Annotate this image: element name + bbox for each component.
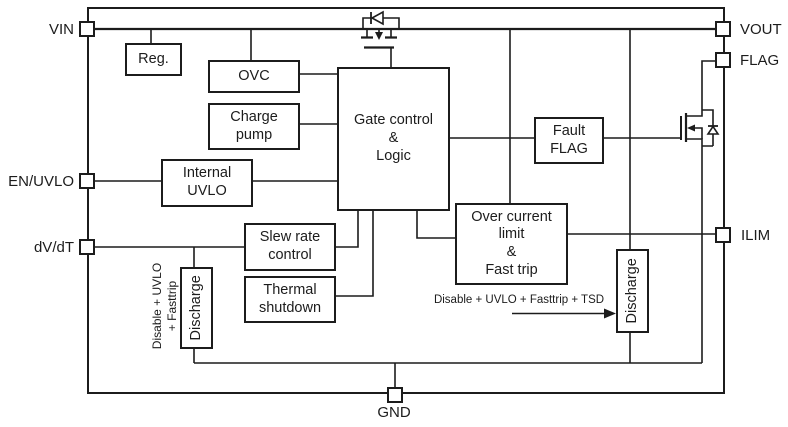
pin-label-gnd: GND: [377, 404, 411, 421]
arrow-head: [604, 308, 616, 319]
ic-boundary: [87, 7, 725, 394]
pin-dvdt: [79, 239, 95, 255]
block-discharge-left-label: Discharge: [187, 275, 204, 341]
pin-vout: [715, 21, 731, 37]
block-discharge-right-label: Discharge: [623, 258, 640, 324]
block-thermal-shutdown: Thermal shutdown: [244, 276, 336, 323]
flag-fet-diode-anode: [706, 125, 720, 135]
block-charge-pump: Charge pump: [208, 103, 300, 150]
block-internal-uvlo-label: Internal UVLO: [182, 165, 232, 199]
pin-vin: [79, 21, 95, 37]
block-charge-pump-label: Charge pump: [230, 108, 278, 143]
pin-label-vin: VIN: [48, 21, 74, 38]
block-fault-flag-label: Fault FLAG: [550, 122, 588, 157]
block-slew-rate-label: Slew rate control: [259, 229, 321, 263]
flag-fet-body-wire: [694, 127, 703, 139]
block-regulator-label: Reg.: [138, 50, 169, 67]
block-slew-rate: Slew rate control: [244, 223, 336, 271]
pass-fet-icon: [361, 10, 400, 67]
block-ovc-label: OVC: [238, 67, 270, 84]
pin-flag: [715, 52, 731, 68]
pin-gnd: [387, 387, 403, 403]
block-gate-control: Gate control & Logic: [337, 67, 450, 211]
pin-label-dvdt: dV/dT: [33, 239, 74, 256]
block-fault-flag: Fault FLAG: [534, 117, 604, 164]
block-over-current: Over current limit & Fast trip: [455, 203, 568, 285]
pin-en-uvlo: [79, 173, 95, 189]
discharge-right-signals-label: Disable + UVLO + Fasttrip + TSD: [433, 294, 605, 306]
pin-label-vout: VOUT: [740, 21, 782, 38]
block-internal-uvlo: Internal UVLO: [161, 159, 253, 207]
block-discharge-right: Discharge: [616, 249, 649, 333]
block-ovc: OVC: [208, 60, 300, 93]
pass-fet-diode-loop: [362, 17, 400, 29]
wire-flag-pin-to-fet: [701, 60, 715, 110]
pin-label-en-uvlo: EN/UVLO: [8, 173, 74, 190]
pass-fet-ds-stubs: [366, 29, 392, 37]
flag-fet-diode-loop: [702, 109, 714, 147]
block-regulator: Reg.: [125, 43, 182, 76]
block-gate-control-label: Gate control & Logic: [354, 112, 433, 164]
wire-gate-to-overcurrent: [416, 207, 455, 239]
wire-slewrate-to-gate: [332, 207, 359, 248]
flag-fet-source-stub: [686, 138, 703, 146]
pass-fet-body-arrow: [375, 32, 383, 40]
flag-fet-icon: [680, 109, 720, 147]
discharge-left-signals-label: Disable + UVLO + Fasttrip: [150, 262, 179, 350]
block-discharge-left: Discharge: [180, 267, 213, 349]
block-thermal-shutdown-label: Thermal shutdown: [258, 281, 322, 316]
pin-label-ilim: ILIM: [741, 227, 771, 244]
pin-label-flag: FLAG: [740, 52, 780, 69]
block-over-current-label: Over current limit & Fast trip: [471, 208, 552, 278]
flag-fet-body-arrow: [687, 124, 695, 132]
discharge-signal-arrow: [512, 308, 616, 319]
pass-fet-diode-anode: [370, 10, 384, 26]
flag-fet-drain-stub: [686, 110, 703, 117]
pin-ilim: [715, 227, 731, 243]
wire-thermal-to-gate: [332, 207, 374, 297]
